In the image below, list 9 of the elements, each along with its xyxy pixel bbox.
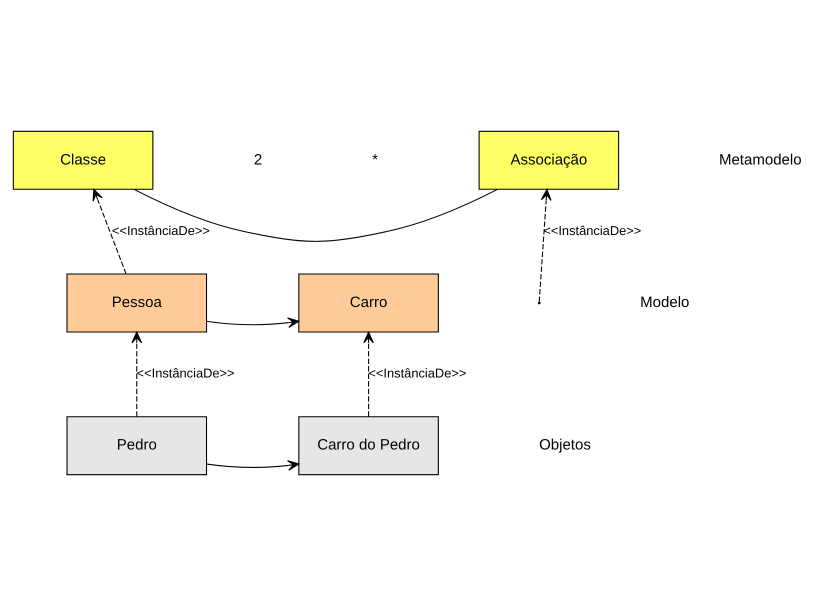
- label: Objetos: [539, 436, 591, 454]
- edge-label: <<InstânciaDe>>: [112, 222, 210, 238]
- edge-label: <<InstânciaDe>>: [543, 222, 642, 238]
- edge-label: <<InstânciaDe>>: [368, 366, 466, 381]
- label: 2: [254, 151, 262, 168]
- label: *: [372, 151, 378, 168]
- label: Metamodelo: [718, 151, 802, 168]
- edge-label: <<InstânciaDe>>: [136, 366, 235, 381]
- label: Modelo: [640, 294, 690, 311]
